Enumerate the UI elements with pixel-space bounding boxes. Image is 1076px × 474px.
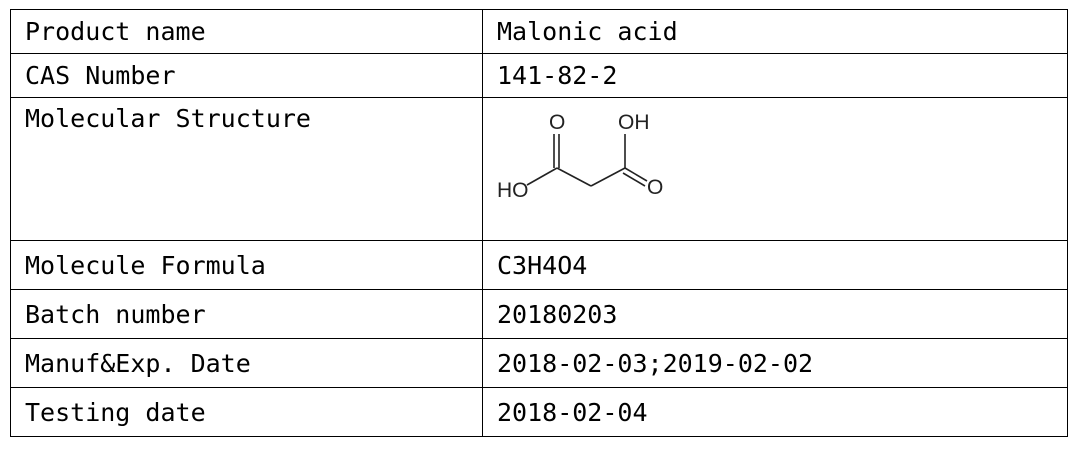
row-molecule-formula: Molecule Formula C3H4O4 [10, 240, 1068, 290]
row-product-name: Product name Malonic acid [10, 9, 1068, 54]
cas-number-label: CAS Number [10, 53, 483, 98]
product-name-label: Product name [10, 9, 483, 54]
molecule-formula-value: C3H4O4 [482, 240, 1068, 290]
bond-ch2-c2 [590, 167, 626, 187]
batch-number-value: 20180203 [482, 289, 1068, 339]
molecular-structure-label: Molecular Structure [10, 97, 483, 241]
manuf-exp-date-label: Manuf&Exp. Date [10, 338, 483, 388]
bond-c1-ch2 [556, 167, 592, 187]
row-batch-number: Batch number 20180203 [10, 289, 1068, 339]
row-cas-number: CAS Number 141-82-2 [10, 53, 1068, 98]
product-name-value: Malonic acid [482, 9, 1068, 54]
atom-label-o-top: O [549, 111, 565, 134]
row-testing-date: Testing date 2018-02-04 [10, 387, 1068, 437]
molecular-structure-image: O OH HO O [497, 111, 663, 202]
row-molecular-structure: Molecular Structure O OH HO O [10, 97, 1068, 241]
bond-c2-o-double-a [624, 167, 648, 182]
molecular-structure-cell: O OH HO O [482, 97, 1068, 241]
atom-label-o-right: O [647, 176, 663, 199]
atom-label-ho: HO [497, 179, 529, 202]
atom-label-oh: OH [618, 111, 650, 134]
batch-number-label: Batch number [10, 289, 483, 339]
bond-ho-c1 [526, 167, 558, 186]
testing-date-label: Testing date [10, 387, 483, 437]
testing-date-value: 2018-02-04 [482, 387, 1068, 437]
product-spec-table: Product name Malonic acid CAS Number 141… [10, 9, 1068, 437]
molecule-formula-label: Molecule Formula [10, 240, 483, 290]
bond-c2-o-double-b [622, 172, 646, 187]
manuf-exp-date-value: 2018-02-03;2019-02-02 [482, 338, 1068, 388]
cas-number-value: 141-82-2 [482, 53, 1068, 98]
row-manuf-exp-date: Manuf&Exp. Date 2018-02-03;2019-02-02 [10, 338, 1068, 388]
